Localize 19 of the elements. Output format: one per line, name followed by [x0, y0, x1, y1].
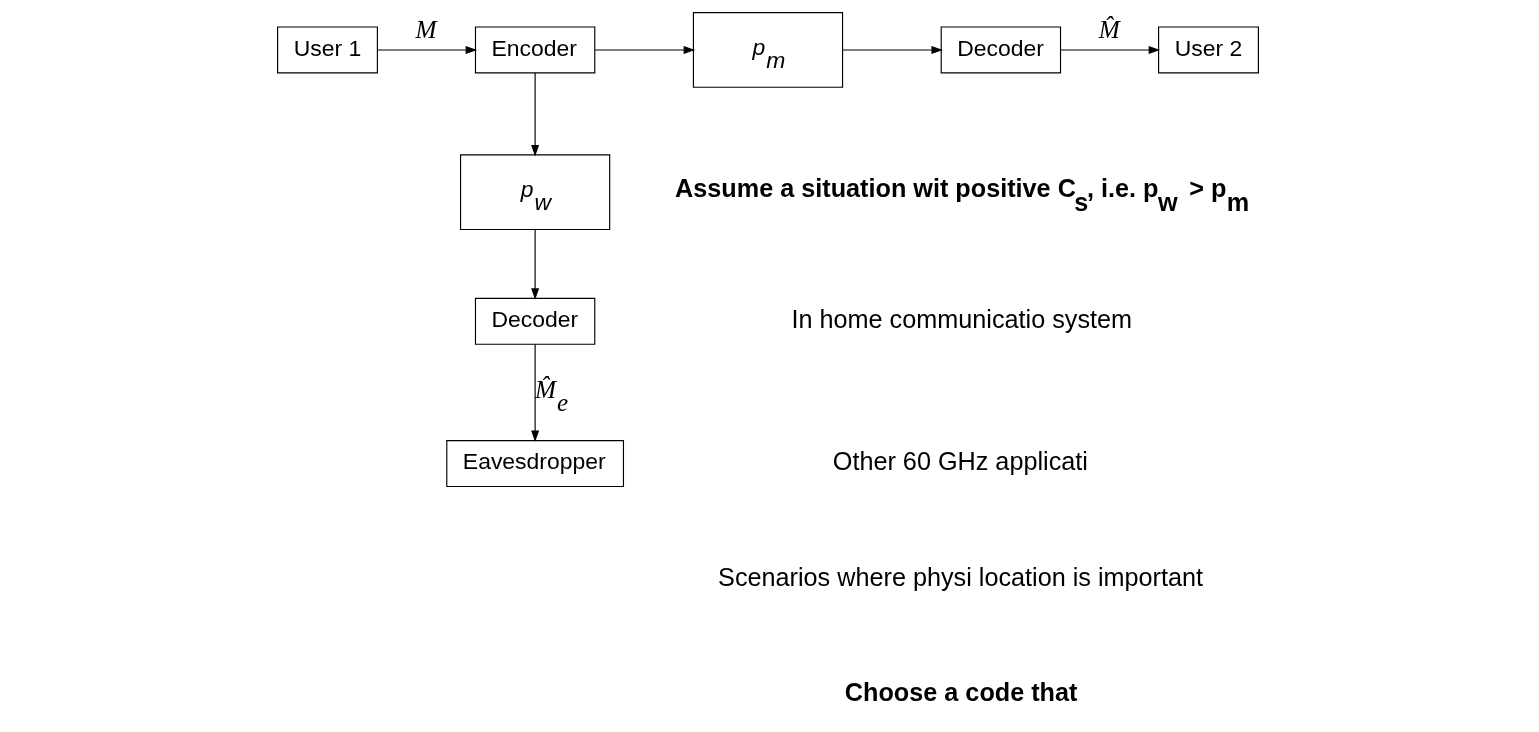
- node-box: Decoder: [474, 297, 595, 345]
- node-box: Eavesdropper: [445, 440, 624, 488]
- arrow: [376, 45, 477, 54]
- edge-label: M: [415, 16, 437, 44]
- label: Choose a code that: [844, 677, 1077, 706]
- label: Other 60 GHz applicati: [832, 446, 1088, 475]
- arrow: [1059, 45, 1160, 54]
- label: Scenarios where physi location is important: [717, 562, 1203, 591]
- label: In home communicatio system: [791, 304, 1132, 333]
- edge-label: M̂: [1098, 16, 1120, 44]
- node-box: Encoder: [474, 26, 595, 74]
- arrow: [594, 45, 695, 54]
- arrow: [841, 45, 943, 54]
- arrow: [530, 72, 539, 157]
- node-box: Decoder: [940, 26, 1061, 74]
- node-box: User 1: [276, 26, 378, 74]
- arrow: [530, 229, 539, 300]
- arrow: [530, 343, 539, 442]
- node-box: User 2: [1157, 26, 1259, 74]
